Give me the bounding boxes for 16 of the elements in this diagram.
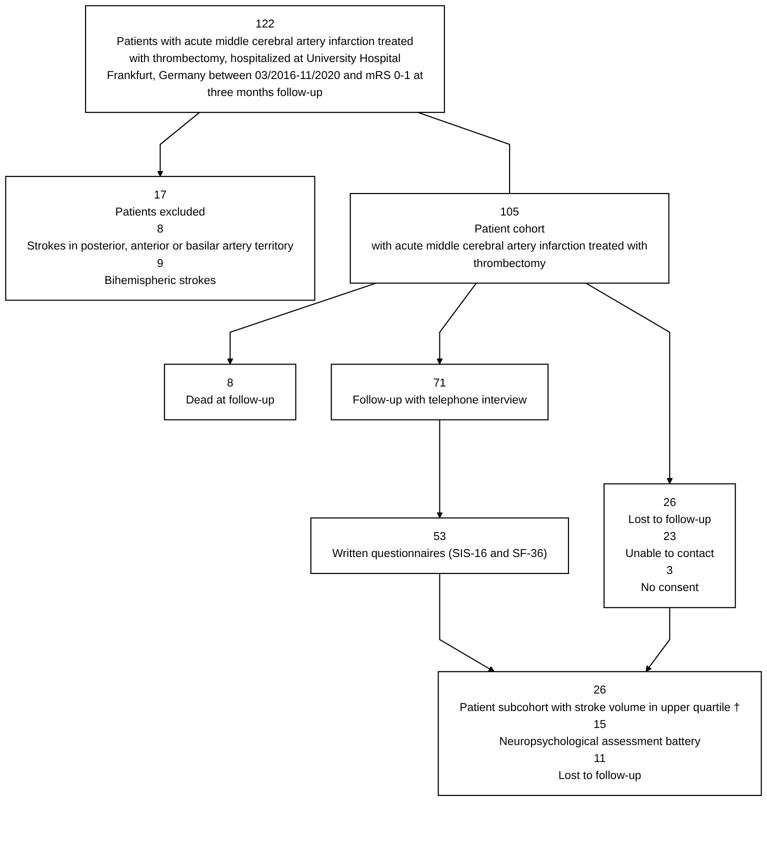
node-box: 105 Patient cohort with acute middle cerebral artery infarction treated with thrombectomy	[350, 192, 670, 284]
arrow	[439, 573, 495, 672]
arrow	[646, 608, 670, 672]
node-box: 17 Patients excluded 8 Strokes in posterior, anterior or basilar artery territory 9 Bihemispheric strokes	[5, 176, 316, 301]
node-box: 26 Lost to follow-up 23 Unable to contact 3 No consent	[604, 483, 736, 608]
arrow	[586, 282, 673, 484]
node-box: 8 Dead at follow-up	[164, 364, 296, 420]
arrow	[157, 112, 200, 177]
connector	[418, 112, 510, 194]
arrow	[436, 420, 443, 518]
node-box: 26 Patient subcohort with stroke volume in upper quartile † 15 Neuropsychological assessment battery 11 Lost to follow-up	[438, 671, 762, 796]
node-box: 53 Written questionnaires (SIS-16 and SF-36)	[310, 517, 570, 574]
arrow	[226, 282, 376, 365]
arrow	[436, 282, 477, 365]
node-box: 71 Follow-up with telephone interview	[330, 364, 549, 420]
node-box: 122 Patients with acute middle cerebral artery infarction treated with thrombectomy, hospitalized at University Hospital Frankfurt, Germany between 03/2016-11/2020 and mRS 0-1 at three months follow-up	[85, 5, 445, 113]
